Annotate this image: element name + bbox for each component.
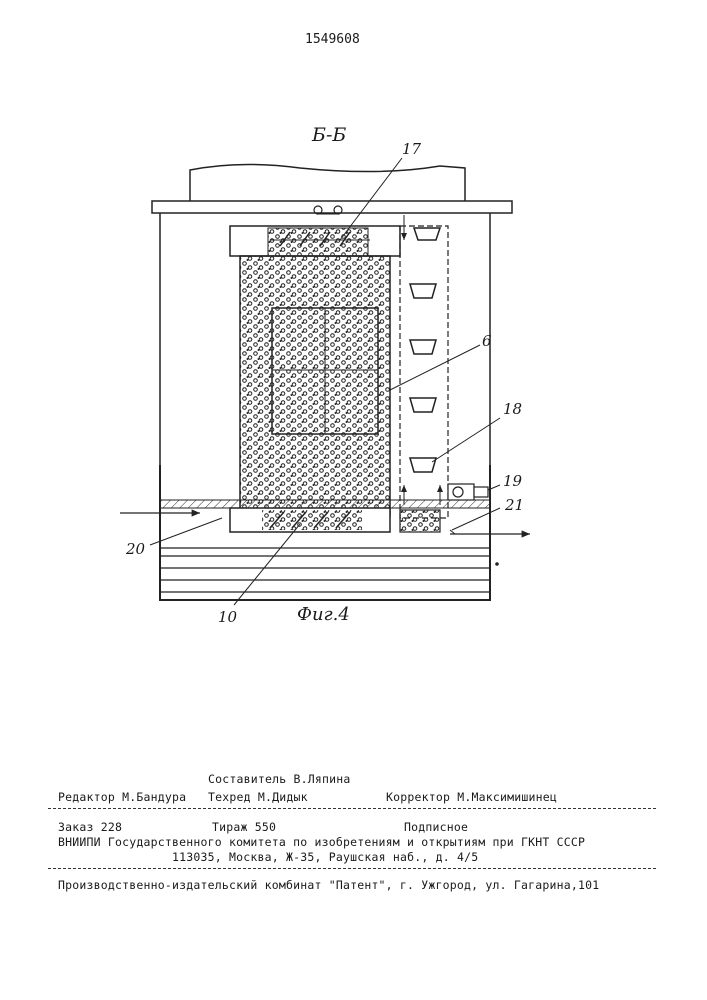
section-label: Б-Б (312, 124, 346, 146)
divider-2 (48, 868, 656, 869)
figure-caption: Фиг.4 (297, 604, 350, 625)
publisher-line: Производственно-издательский комбинат "П… (58, 878, 599, 892)
top-plate (152, 201, 512, 213)
bucket-elevator (400, 226, 448, 518)
divider-1 (48, 808, 656, 809)
callout-21: 21 (505, 496, 524, 514)
callout-6: 6 (482, 332, 492, 350)
callout-19: 19 (503, 472, 522, 490)
callout-17: 17 (402, 140, 421, 158)
technical-drawing (0, 0, 707, 660)
motor (448, 484, 488, 500)
print-run-line: Тираж 550 (212, 820, 276, 834)
lid (190, 164, 465, 205)
compiler-line: Составитель В.Ляпина (208, 772, 350, 786)
subscription-line: Подписное (404, 820, 468, 834)
order-line: Заказ 228 (58, 820, 122, 834)
editor-line: Редактор М.Бандура (58, 790, 186, 804)
bottom-plate (160, 500, 490, 508)
callout-18: 18 (503, 400, 522, 418)
callout-10: 10 (218, 608, 237, 626)
callout-20: 20 (126, 540, 145, 558)
techred-line: Техред М.Дидык (208, 790, 308, 804)
filter-column (240, 256, 390, 516)
institute-line: ВНИИПИ Государственного комитета по изоб… (58, 835, 585, 849)
corrector-line: Корректор М.Максимишинец (386, 790, 557, 804)
address-line: 113035, Москва, Ж-35, Раушская наб., д. … (172, 850, 478, 864)
